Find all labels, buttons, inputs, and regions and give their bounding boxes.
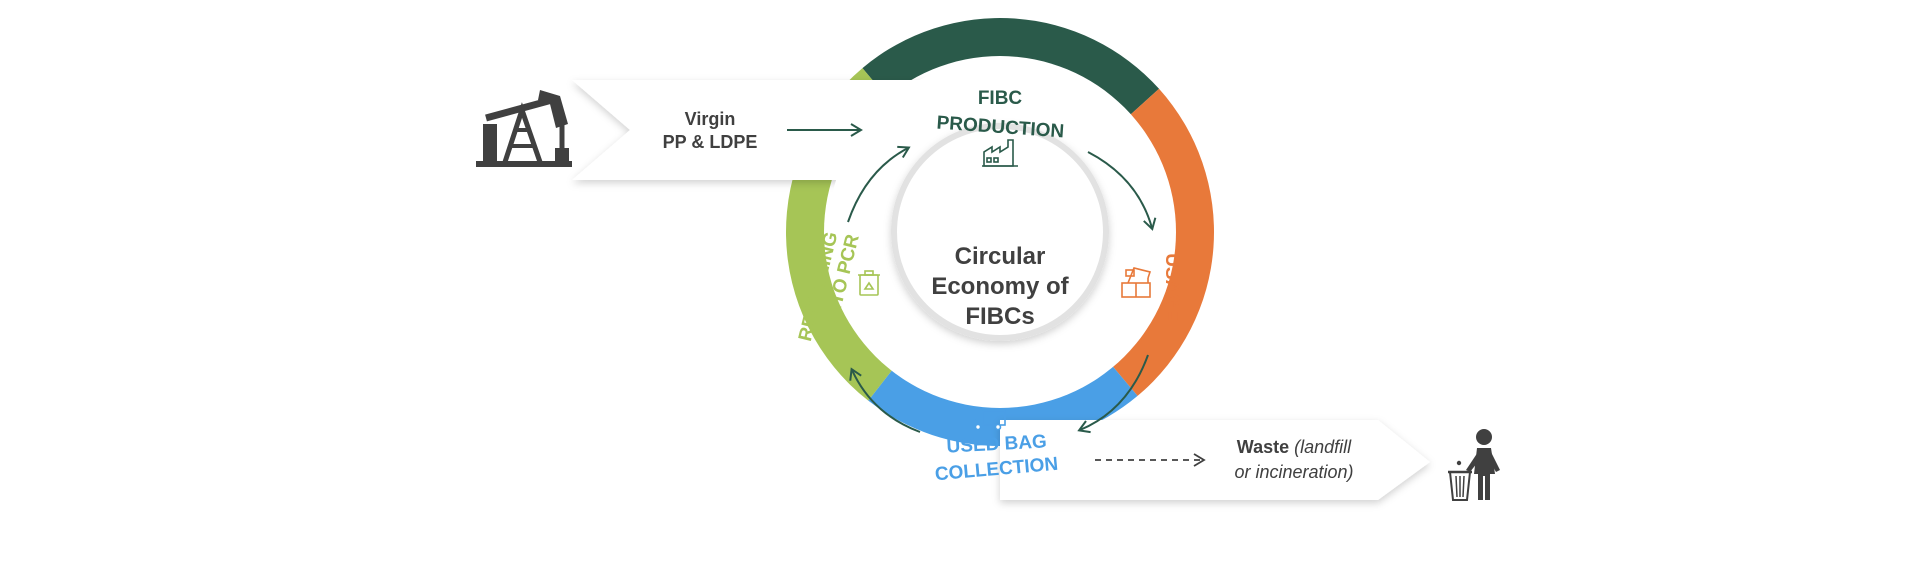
factory-icon — [982, 139, 1018, 167]
production-line-1: FIBC — [978, 88, 1023, 109]
ring-segment-production — [862, 18, 1160, 120]
recycle-bin-icon — [858, 270, 880, 296]
cycle-arrows — [847, 145, 1157, 434]
center-label: Circular Economy of FIBCs — [931, 243, 1069, 330]
arrow-usage-to-collection — [1077, 354, 1149, 434]
center-line-1: Circular — [955, 243, 1046, 270]
usage-label: USAGE — [1161, 253, 1182, 321]
crane-icon — [1121, 267, 1152, 298]
arrow-production-to-usage — [1087, 151, 1157, 231]
waste-line-1: Waste(landfill — [1237, 437, 1352, 457]
oil-pump-icon — [476, 90, 572, 167]
center-line-2: Economy of — [931, 273, 1069, 300]
waste-line-2: or incineration) — [1234, 462, 1353, 482]
arrow-recycling-to-production — [847, 145, 911, 223]
waste-label: Waste(landfill or incineration) — [1234, 437, 1353, 482]
waste-bold: Waste — [1237, 437, 1289, 457]
truck-icon — [971, 410, 1006, 431]
ring-segment-usage — [1107, 88, 1214, 396]
center-circle — [891, 123, 1109, 341]
person-trash-icon — [1448, 429, 1500, 501]
center-line-3: FIBCs — [965, 303, 1034, 330]
input-line-2: PP & LDPE — [663, 132, 758, 152]
waste-italic-1: (landfill — [1294, 437, 1352, 457]
input-line-1: Virgin — [685, 109, 736, 129]
waste-banner — [1000, 420, 1430, 500]
input-label: Virgin PP & LDPE — [663, 109, 758, 152]
arrow-collection-to-recycling — [849, 367, 921, 433]
collection-line-1: USED BAG — [946, 431, 1047, 457]
